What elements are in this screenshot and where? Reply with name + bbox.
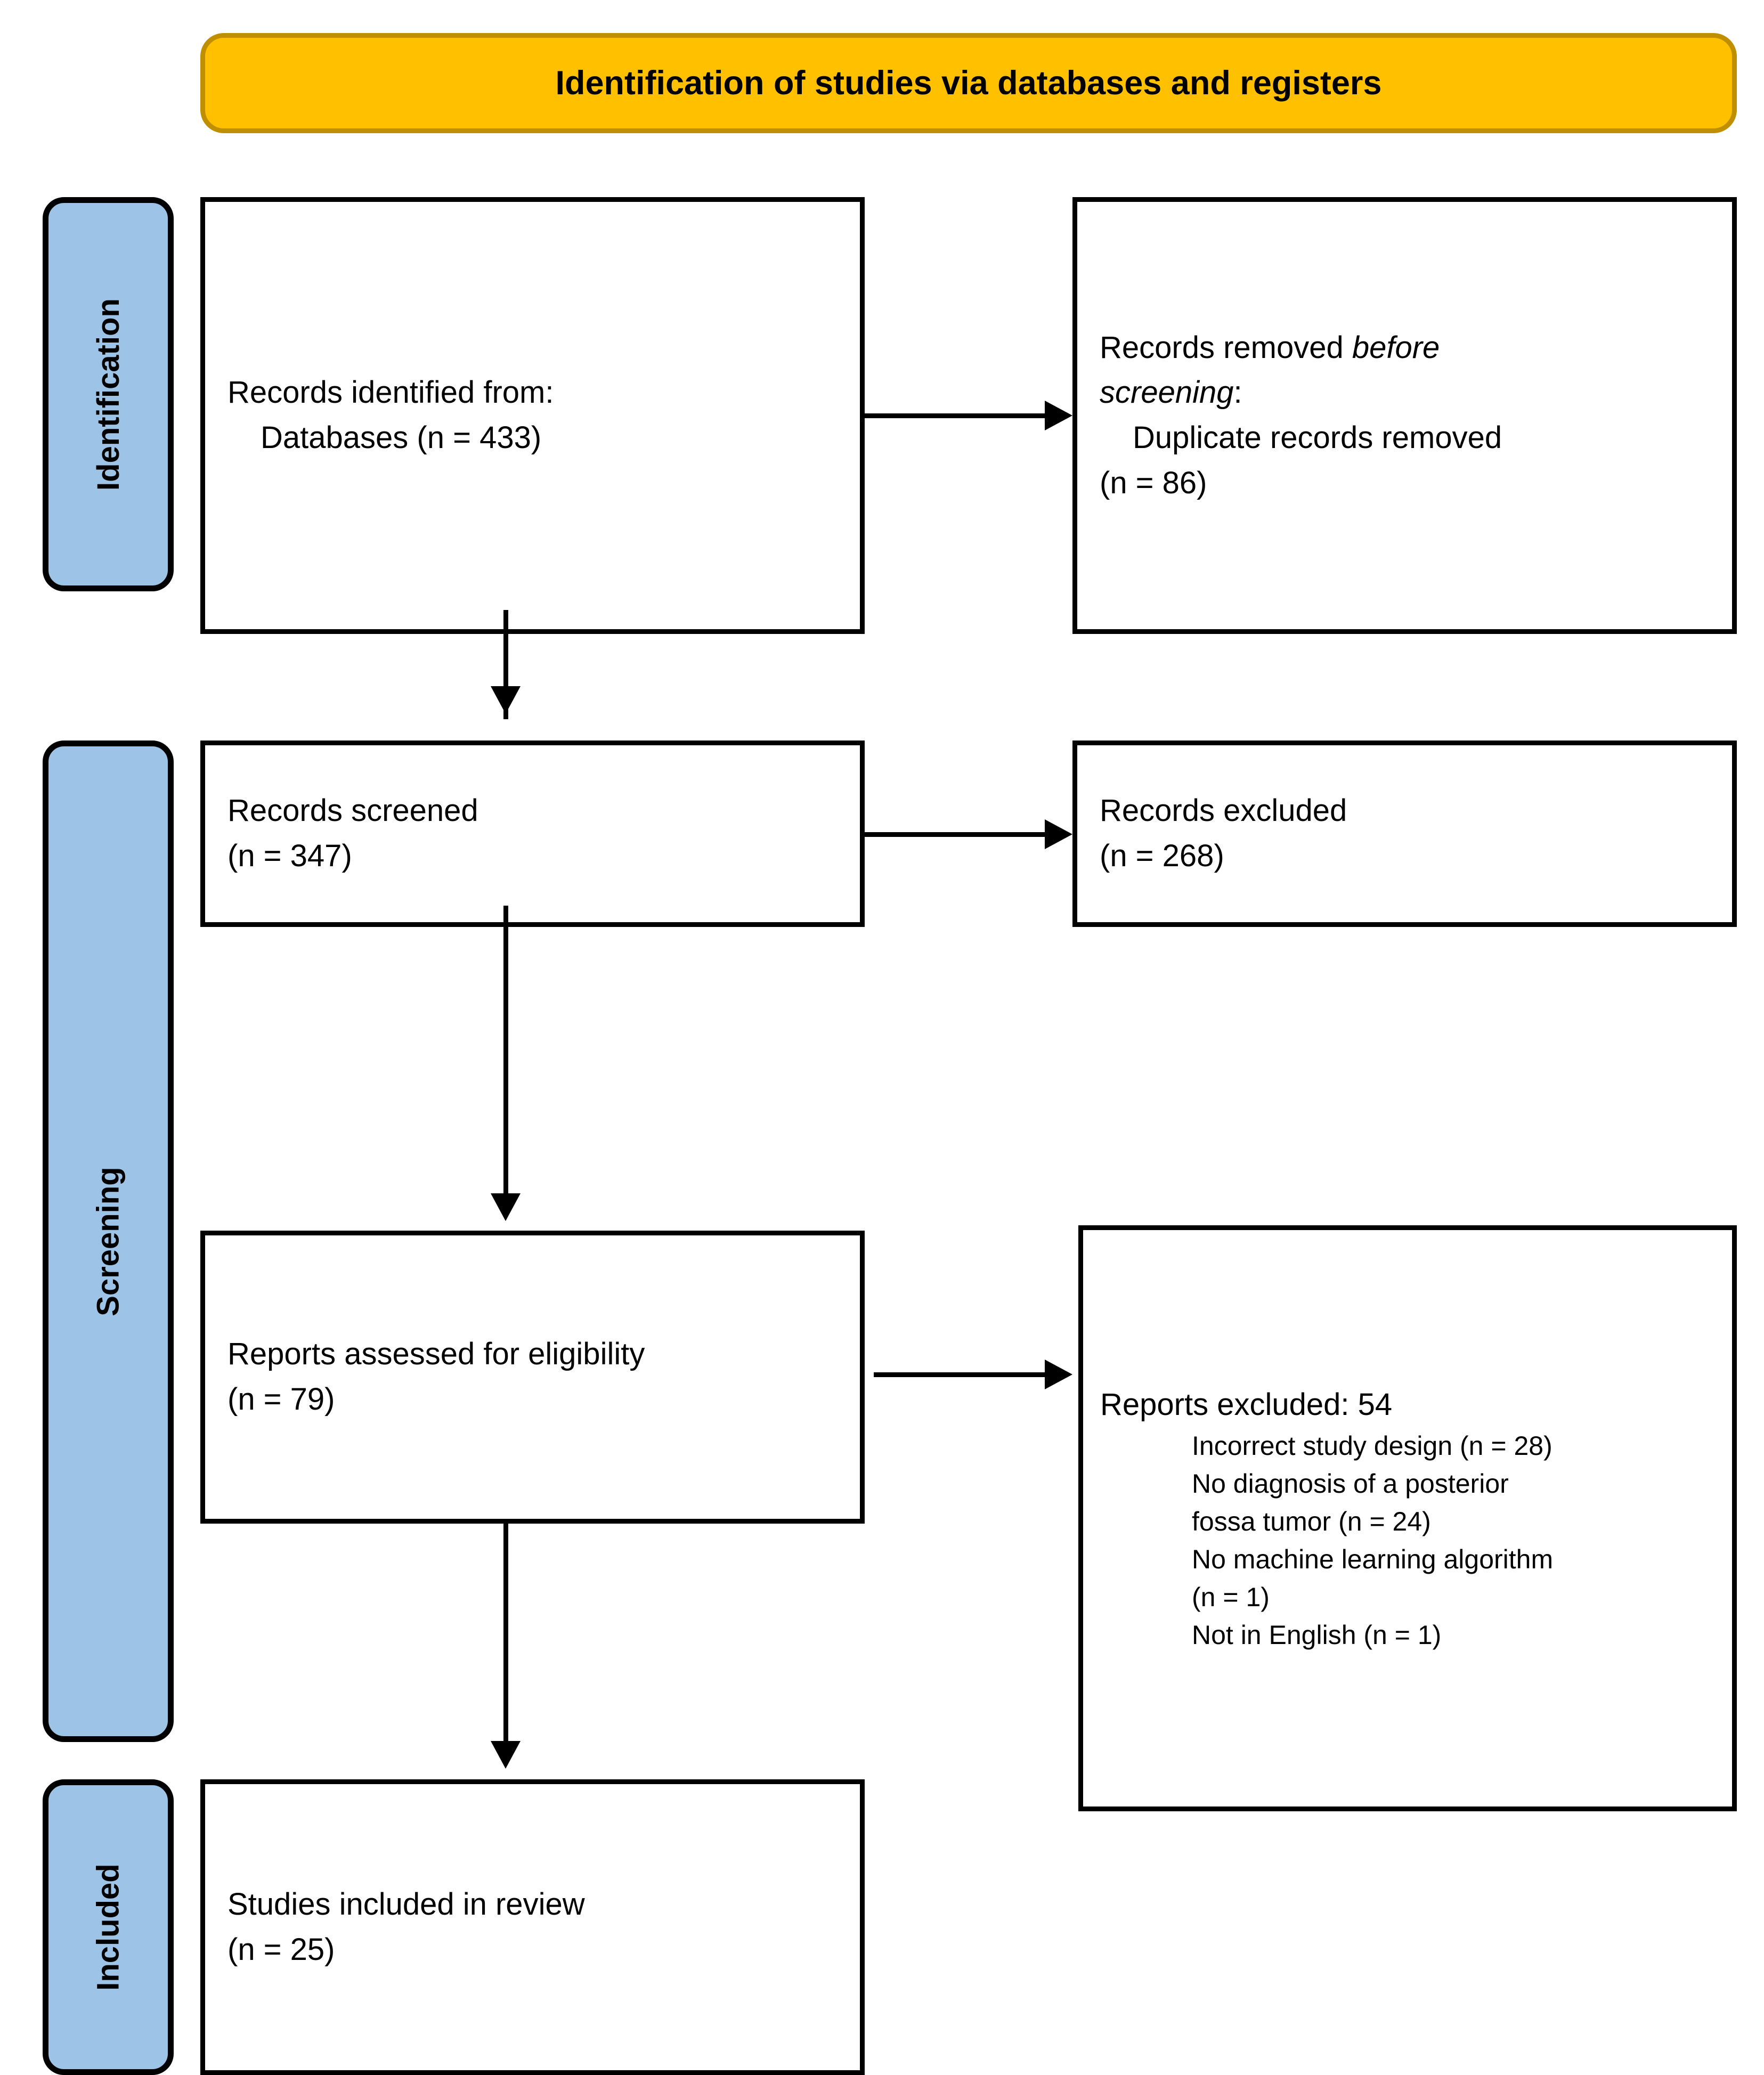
connector-assessed-to-included-line (503, 1521, 508, 1750)
records-removed-line-1: Records removed before (1100, 326, 1710, 371)
records-removed-line-1-italic: before (1352, 330, 1440, 365)
records-excluded-line-2: (n = 268) (1100, 839, 1224, 873)
connector-screened-to-assessed-arrowhead (491, 1193, 521, 1221)
reports-excluded-reason-4: Not in English (n = 1) (1192, 1620, 1442, 1650)
box-records-excluded: Records excluded (n = 268) (1072, 741, 1737, 927)
connector-identified-to-screened-line (503, 610, 508, 719)
reports-excluded-reason-2-cont: fossa tumor (n = 24) (1192, 1507, 1431, 1537)
box-reports-excluded: Reports excluded: 54 Incorrect study des… (1078, 1225, 1737, 1811)
phase-label-screening: Screening (43, 741, 174, 1742)
records-screened-line-2: (n = 347) (227, 839, 352, 873)
page-title: Identification of studies via databases … (555, 64, 1382, 102)
records-identified-line-1: Records identified from: (227, 375, 554, 410)
box-records-screened: Records screened (n = 347) (200, 741, 865, 927)
reports-excluded-heading: Reports excluded: 54 (1100, 1387, 1393, 1422)
box-studies-included: Studies included in review (n = 25) (200, 1779, 865, 2075)
reports-assessed-line-1: Reports assessed for eligibility (227, 1337, 645, 1372)
records-screened-line-1: Records screened (227, 793, 478, 828)
reports-excluded-reason-1: Incorrect study design (n = 28) (1192, 1431, 1552, 1461)
phase-label-identification-text: Identification (91, 298, 126, 491)
connector-assessed-to-reports-excluded-arrowhead (1045, 1360, 1072, 1389)
records-identified-line-2: Databases (n = 433) (261, 420, 542, 455)
diagram-header-banner: Identification of studies via databases … (200, 33, 1737, 133)
connector-screened-to-assessed-line (503, 906, 508, 1204)
phase-label-included-text: Included (91, 1864, 126, 1991)
reports-excluded-reason-3-cont: (n = 1) (1192, 1582, 1270, 1613)
records-removed-line-2-italic: screening (1100, 375, 1234, 410)
reports-excluded-reason-2: No diagnosis of a posterior (1192, 1469, 1509, 1499)
reports-assessed-line-2: (n = 79) (227, 1382, 335, 1417)
records-removed-line-4: (n = 86) (1100, 465, 1207, 500)
phase-label-included: Included (43, 1779, 174, 2075)
connector-assessed-to-reports-excluded-line (874, 1372, 1046, 1377)
connector-screened-to-excluded-arrowhead (1045, 819, 1072, 849)
box-reports-assessed: Reports assessed for eligibility (n = 79… (200, 1231, 865, 1524)
records-removed-line-2-plain: : (1233, 375, 1242, 410)
records-removed-line-3: Duplicate records removed (1133, 420, 1502, 455)
reports-excluded-reason-3: No machine learning algorithm (1192, 1544, 1554, 1575)
connector-identified-to-removed-line (865, 413, 1046, 418)
studies-included-line-2: (n = 25) (227, 1932, 335, 1967)
records-removed-line-2: screening: (1100, 370, 1710, 416)
records-removed-line-1-plain: Records removed (1100, 330, 1352, 365)
phase-label-identification: Identification (43, 197, 174, 591)
studies-included-line-1: Studies included in review (227, 1886, 585, 1922)
box-records-identified: Records identified from: Databases (n = … (200, 197, 865, 634)
phase-label-screening-text: Screening (91, 1166, 126, 1316)
connector-identified-to-removed-arrowhead (1045, 401, 1072, 430)
box-records-removed-before-screening: Records removed before screening: Duplic… (1072, 197, 1737, 634)
connector-assessed-to-included-arrowhead (491, 1741, 521, 1769)
records-excluded-line-1: Records excluded (1100, 793, 1347, 828)
connector-screened-to-excluded-line (865, 832, 1046, 837)
connector-identified-to-screened-arrowhead (491, 686, 521, 714)
